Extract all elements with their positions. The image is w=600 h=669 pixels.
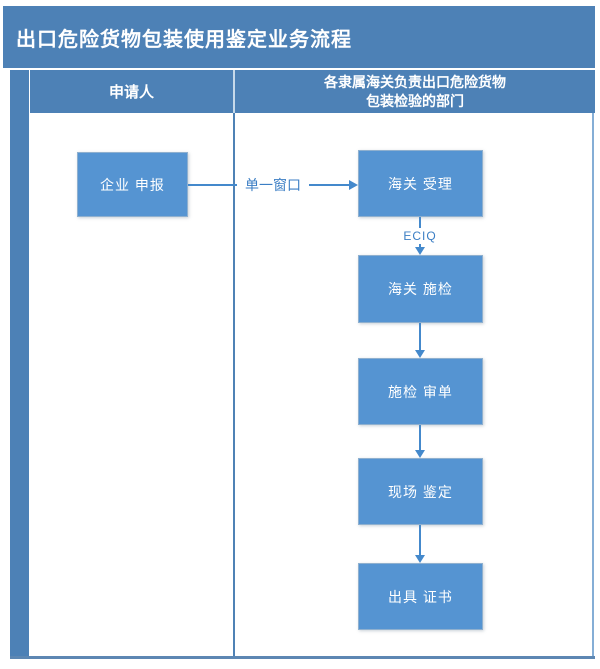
arrowhead-right-icon xyxy=(349,180,358,190)
node-enterprise-declaration: 企业 申报 xyxy=(77,152,188,217)
page-title: 出口危险货物包装使用鉴定业务流程 xyxy=(16,28,352,51)
right-border-line xyxy=(592,113,594,656)
node-label: 海关 受理 xyxy=(388,175,453,192)
node-on-site-identification: 现场 鉴定 xyxy=(358,458,483,525)
node-inspection-document-review: 施检 审单 xyxy=(358,358,483,425)
lane-divider-line xyxy=(233,113,235,656)
lane-header-applicant: 申请人 xyxy=(30,70,233,113)
lane-header-customs-line2: 包装检验的部门 xyxy=(366,92,464,109)
edge-label-eciq: ECIQ xyxy=(398,228,442,244)
arrowhead-down-icon xyxy=(415,450,425,458)
connector-identification-to-certificate xyxy=(419,525,421,556)
title-band: 出口危险货物包装使用鉴定业务流程 xyxy=(3,6,595,68)
node-certificate-issuance: 出具 证书 xyxy=(358,563,483,630)
bottom-border-line xyxy=(10,656,595,659)
node-label: 施检 审单 xyxy=(388,383,453,400)
lane-header-customs: 各隶属海关负责出口危险货物 包装检验的部门 xyxy=(235,70,595,113)
left-accent-bar xyxy=(10,70,29,656)
node-customs-acceptance: 海关 受理 xyxy=(358,150,483,217)
lane-header-band: 申请人 各隶属海关负责出口危险货物 包装检验的部门 xyxy=(30,70,595,113)
arrowhead-down-icon xyxy=(415,247,425,255)
lane-header-applicant-label: 申请人 xyxy=(108,84,154,101)
arrowhead-down-icon xyxy=(415,350,425,358)
node-label: 海关 施检 xyxy=(388,281,453,297)
lane-header-customs-line1: 各隶属海关负责出口危险货物 xyxy=(324,73,506,90)
arrowhead-down-icon xyxy=(415,555,425,563)
node-label: 企业 申报 xyxy=(100,176,165,193)
node-customs-inspection: 海关 施检 xyxy=(358,255,483,323)
node-label: 出具 证书 xyxy=(388,588,453,605)
edge-label-single-window: 单一窗口 xyxy=(237,176,309,194)
lane-header-divider xyxy=(233,70,235,113)
connector-inspection-to-review xyxy=(419,323,421,351)
node-label: 现场 鉴定 xyxy=(388,483,453,500)
connector-review-to-identification xyxy=(419,425,421,451)
